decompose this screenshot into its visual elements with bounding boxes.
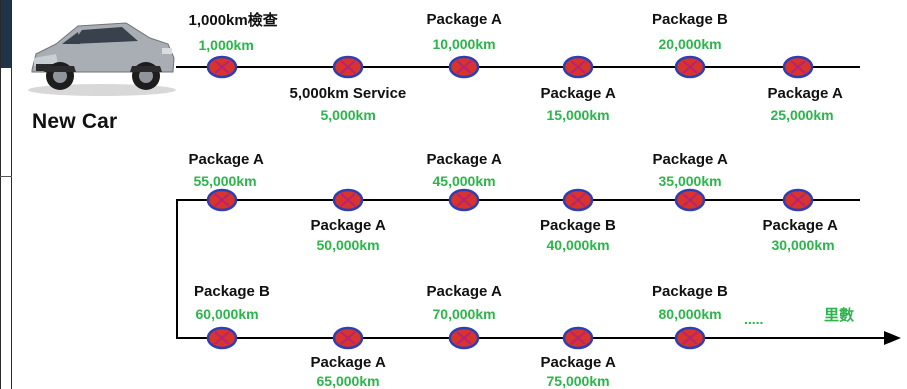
row-3-arrowhead	[884, 331, 901, 345]
stop-km-label: 45,000km	[432, 173, 496, 189]
milestone-marker	[332, 188, 364, 212]
left-edge-tick	[0, 176, 12, 177]
left-edge-block	[0, 0, 12, 68]
left-edge-line-inner	[11, 0, 12, 389]
milestone-marker	[562, 55, 594, 79]
left-edge-line	[0, 0, 1, 389]
car-image	[28, 22, 176, 96]
ellipsis-label: .....	[744, 311, 764, 327]
milestone-marker	[332, 55, 364, 79]
milestone-marker	[332, 326, 364, 350]
stop-service-label: Package A	[188, 151, 264, 168]
stop-service-label: 1,000km檢查	[188, 12, 278, 29]
stop-km-label: 25,000km	[770, 107, 834, 123]
stop-km-label: 5,000km	[320, 107, 376, 123]
stop-km-label: 30,000km	[771, 237, 835, 253]
stop-km-label: 20,000km	[658, 36, 722, 52]
stop-km-label: 10,000km	[432, 36, 496, 52]
stop-service-label: Package A	[767, 85, 843, 102]
stop-service-label: Package A	[652, 151, 728, 168]
stop-service-label: Package A	[310, 354, 386, 371]
stop-km-label: 70,000km	[432, 306, 496, 322]
stop-service-label: Package A	[540, 354, 616, 371]
milestone-marker	[448, 188, 480, 212]
milestone-marker	[674, 188, 706, 212]
stop-service-label: Package B	[194, 283, 270, 300]
stop-service-label: Package A	[426, 11, 502, 28]
left-edge-frame	[0, 0, 12, 389]
stop-km-label: 35,000km	[658, 173, 722, 189]
stop-service-label: Package B	[540, 217, 616, 234]
milestone-marker	[674, 55, 706, 79]
stop-km-label: 40,000km	[546, 237, 610, 253]
stop-service-label: Package A	[426, 151, 502, 168]
stop-km-label: 50,000km	[316, 237, 380, 253]
stop-service-label: Package A	[426, 283, 502, 300]
stop-service-label: Package A	[540, 85, 616, 102]
milestone-marker	[206, 188, 238, 212]
stop-service-label: 5,000km Service	[289, 85, 407, 102]
milestone-marker	[206, 326, 238, 350]
stop-km-label: 80,000km	[658, 306, 722, 322]
stop-service-label: Package A	[310, 217, 386, 234]
milestone-marker	[562, 188, 594, 212]
stop-km-label: 1,000km	[198, 37, 254, 53]
mileage-axis-label: 里數	[824, 307, 855, 324]
milestone-marker	[206, 55, 238, 79]
stop-km-label: 55,000km	[193, 173, 257, 189]
stop-km-label: 15,000km	[546, 107, 610, 123]
stop-km-label: 75,000km	[546, 373, 610, 389]
stop-km-label: 65,000km	[316, 373, 380, 389]
milestone-marker	[782, 55, 814, 79]
milestone-marker	[562, 326, 594, 350]
milestone-marker	[674, 326, 706, 350]
milestone-marker	[448, 55, 480, 79]
milestone-marker	[782, 188, 814, 212]
stop-service-label: Package B	[652, 11, 728, 28]
stop-km-label: 60,000km	[195, 306, 259, 322]
stop-service-label: Package A	[762, 217, 838, 234]
stop-service-label: Package B	[652, 283, 728, 300]
milestone-marker	[448, 326, 480, 350]
new-car-label: New Car	[32, 110, 118, 133]
